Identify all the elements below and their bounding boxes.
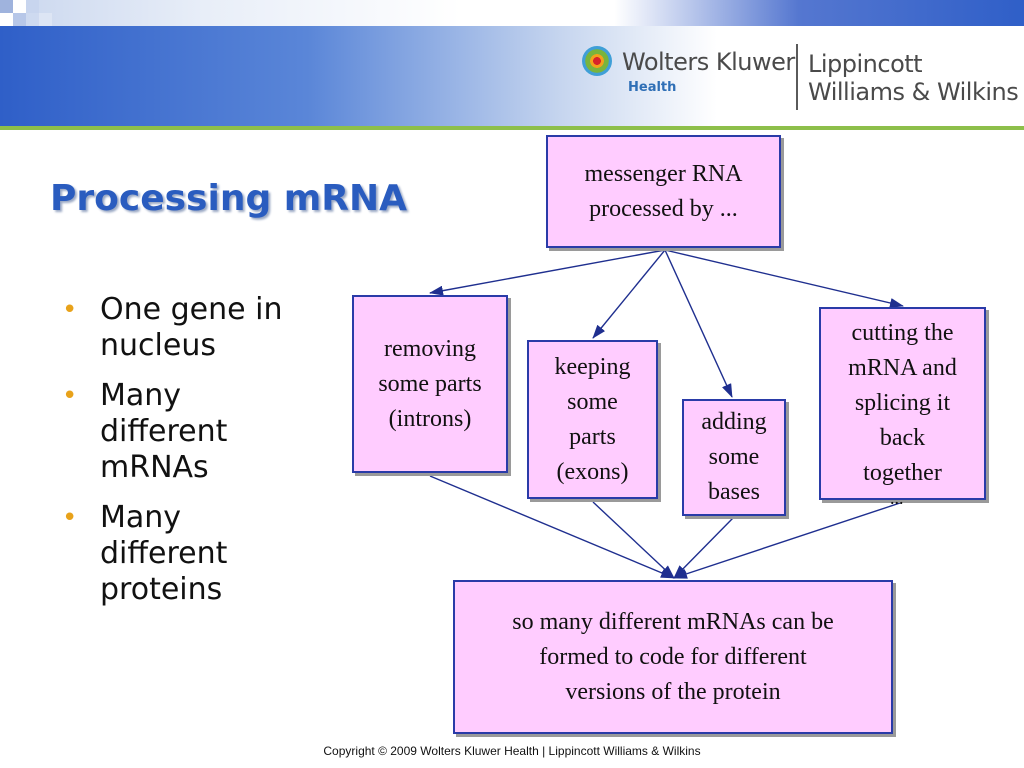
bullet-dot-icon: •	[62, 503, 78, 533]
arrow-adding-to-result	[673, 517, 734, 579]
logo-divider	[796, 44, 798, 110]
arrow-root-to-keeping	[592, 249, 666, 339]
arrow-root-to-cutting	[664, 249, 904, 308]
corner-square-6	[39, 13, 52, 26]
corner-square-1	[0, 0, 13, 13]
keeping-exons-node: keeping some parts (exons)	[527, 340, 658, 499]
bullet-text: Many different mRNAs	[100, 378, 228, 485]
bullet-item: • One gene in nucleus	[62, 292, 302, 364]
bullet-text: Many different proteins	[100, 500, 228, 607]
bullet-item: • Many different mRNAs	[62, 378, 302, 486]
bullet-text: One gene in nucleus	[100, 292, 283, 363]
header-top-strip	[0, 0, 1024, 26]
bullet-dot-icon: •	[62, 295, 78, 325]
copyright-footer: Copyright © 2009 Wolters Kluwer Health |…	[323, 744, 701, 758]
header-green-rule	[0, 126, 1024, 130]
arrow-root-to-removing	[429, 249, 666, 296]
root-node: messenger RNA processed by ...	[546, 135, 781, 248]
slide-title: Processing mRNA	[50, 178, 407, 219]
publisher-logo: Wolters Kluwer Health Lippincott William…	[582, 44, 1022, 114]
arrow-keeping-to-result	[592, 501, 675, 579]
corner-square-4	[0, 13, 13, 26]
logo-company-name: Wolters Kluwer	[622, 48, 795, 76]
arrow-root-to-adding	[664, 249, 733, 398]
globe-logo-icon	[582, 46, 612, 76]
removing-introns-node: removing some parts (introns)	[352, 295, 508, 473]
logo-imprint-line1: Lippincott	[808, 50, 923, 78]
bullet-list: • One gene in nucleus • Many different mRN…	[62, 292, 302, 622]
adding-bases-node: adding some bases	[682, 399, 786, 516]
corner-square-5	[13, 13, 26, 26]
corner-square-2	[13, 0, 26, 13]
logo-imprint-line2: Williams & Wilkins	[808, 78, 1019, 106]
corner-square-3	[26, 0, 39, 13]
splicing-node: cutting the mRNA and splicing it back to…	[819, 307, 986, 500]
trailing-ellipsis: ...	[890, 488, 904, 508]
logo-division: Health	[628, 80, 677, 95]
bullet-dot-icon: •	[62, 381, 78, 411]
result-node: so many different mRNAs can be formed to…	[453, 580, 893, 734]
bullet-item: • Many different proteins	[62, 500, 302, 608]
